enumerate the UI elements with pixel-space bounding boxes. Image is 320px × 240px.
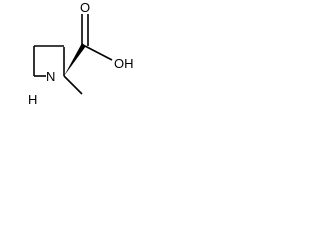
atom-label-hydroxyl: OH xyxy=(114,56,134,71)
bond-methyl xyxy=(63,75,83,95)
atom-label-oxygen: O xyxy=(80,0,90,15)
bond-hydroxyl xyxy=(84,45,113,61)
chemical-structure: O OH N H xyxy=(28,0,134,107)
atom-label-nitrogen-hydrogen: H xyxy=(28,92,37,107)
atom-label-nitrogen: N xyxy=(46,69,55,84)
stereo-wedge-bond xyxy=(64,43,86,76)
